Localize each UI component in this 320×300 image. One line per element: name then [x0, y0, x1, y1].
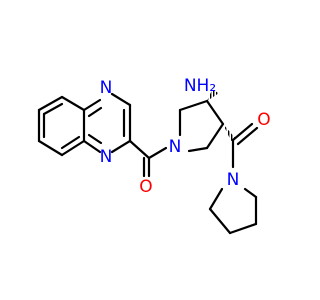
amine-nh2-label: NH₂	[184, 76, 216, 96]
pyrrolidine-amide-ring	[208, 187, 258, 235]
quinoxaline-n-top-label: N	[100, 78, 113, 98]
hashed-bond-amine	[207, 90, 219, 101]
pyrrolidine-ring-n-label: N	[169, 137, 182, 157]
quinoxaline-n-bottom-label: N	[100, 147, 113, 167]
left-amide	[128, 139, 168, 178]
quinoxaline-benzo-ring	[37, 95, 86, 157]
quinoxaline-pyrazine-ring	[82, 92, 132, 154]
left-carbonyl-oxygen-label: O	[139, 177, 152, 197]
central-pyrrolidine-ring	[178, 99, 225, 153]
molecule-canvas: N N O N NH₂ O N	[37, 76, 271, 235]
molecule-structure: N N O N NH₂ O N	[37, 76, 271, 235]
hashed-bond-carbonyl	[223, 124, 236, 141]
amide-pyrrolidine-n-label: N	[227, 170, 240, 190]
right-amide	[231, 122, 259, 169]
right-carbonyl-oxygen-label: O	[257, 110, 270, 130]
